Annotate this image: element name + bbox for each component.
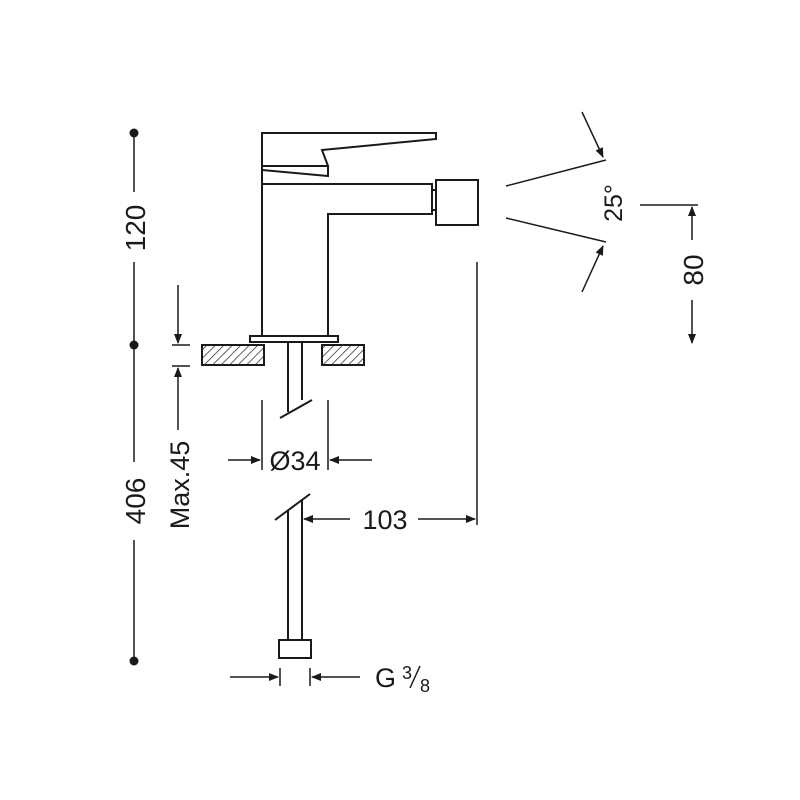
hose-connector — [278, 639, 312, 659]
faucet-column — [261, 183, 433, 337]
lever-handle — [261, 132, 437, 167]
spout-reach-dimension: 103 — [303, 262, 478, 535]
deck-section — [201, 344, 365, 366]
dimension-label-120: 120 — [120, 205, 151, 252]
deck-hatch-left — [201, 344, 265, 366]
connection-thread-dimension: G 3 8 — [230, 663, 430, 696]
dimension-label-fraction-denominator: 8 — [420, 676, 430, 696]
overall-height-dimension: 120 406 — [120, 128, 151, 666]
max-thickness-dimension: Max.45 — [165, 285, 195, 529]
dimension-label-g: G — [375, 663, 396, 693]
dimension-label-fraction-numerator: 3 — [402, 663, 412, 683]
base-flange — [249, 335, 339, 343]
faucet-body — [249, 132, 479, 343]
spray-head — [435, 179, 479, 226]
dimension-label-80: 80 — [678, 254, 709, 285]
dimension-label-406: 406 — [120, 478, 151, 525]
dimension-label-diameter-34: Ø34 — [269, 446, 320, 476]
dimension-label-max-45: Max.45 — [165, 441, 195, 530]
supply-hoses — [274, 342, 313, 659]
spout-height-dimension: 80 — [640, 204, 709, 344]
spray-angle-dimension: 25° — [505, 111, 628, 293]
hole-diameter-dimension: Ø34 — [228, 400, 372, 476]
dimension-label-25-degrees: 25° — [600, 184, 628, 222]
dimension-label-103: 103 — [362, 505, 407, 535]
deck-hatch-right — [321, 344, 365, 366]
